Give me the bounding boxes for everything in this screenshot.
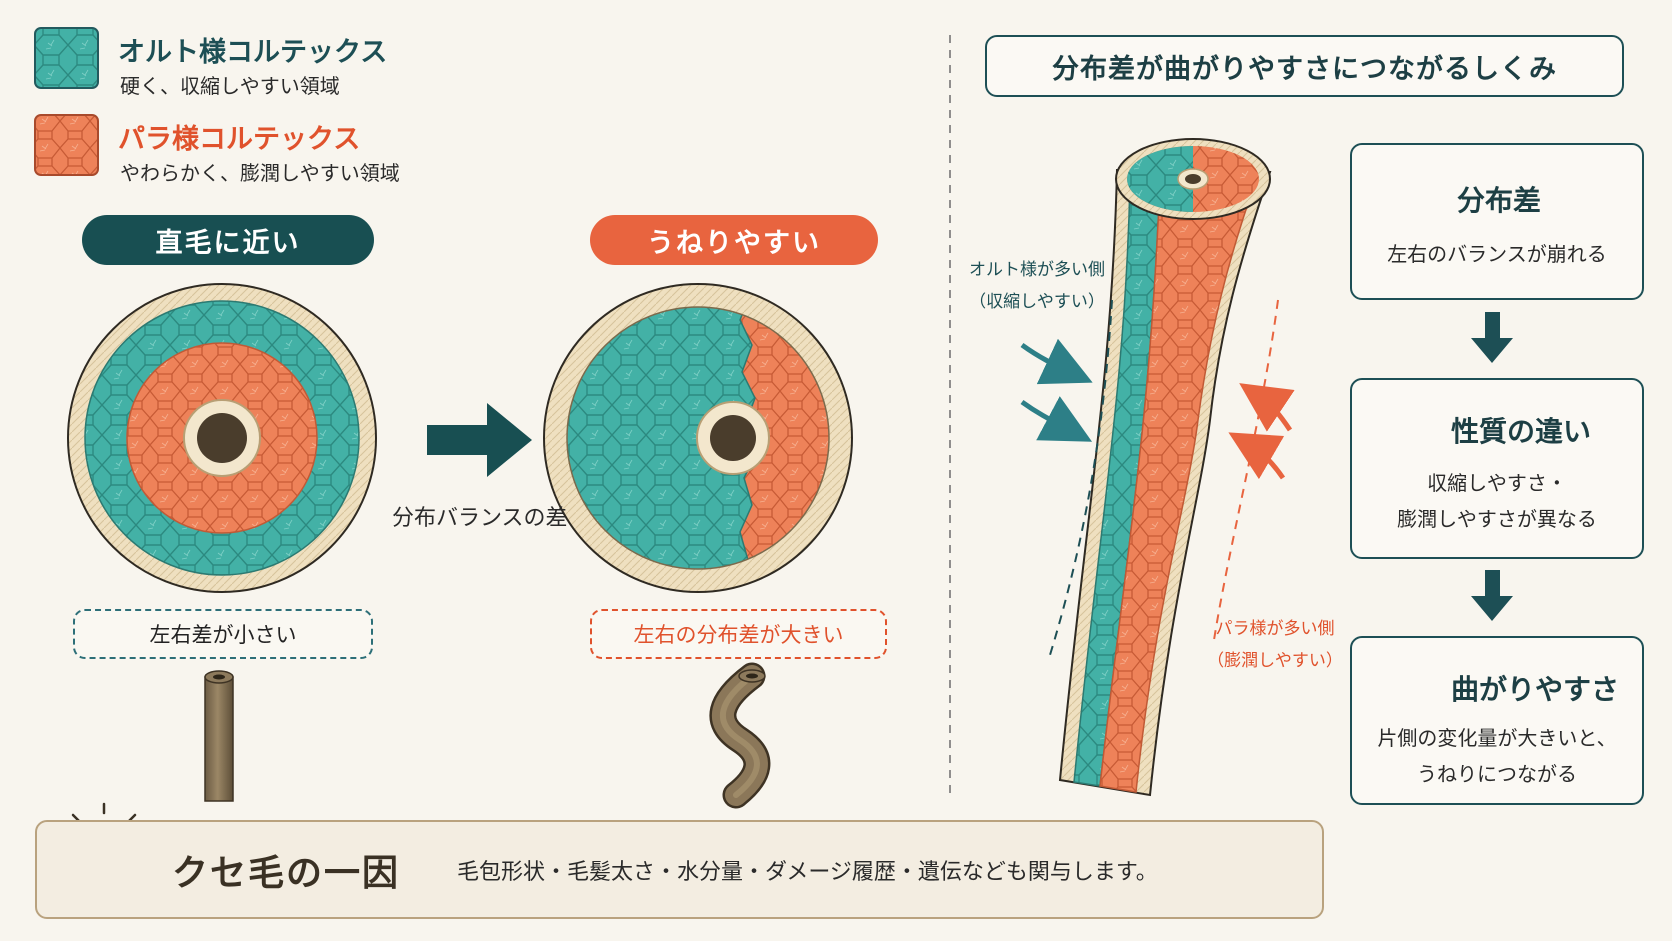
wavy-pill: うねりやすい [590, 215, 878, 265]
medulla [197, 413, 247, 463]
ortho-arrow-icon [1020, 396, 1093, 442]
step-body-line: 膨潤しやすさが異なる [1397, 507, 1597, 531]
step-body: 収縮しやすさ・ 膨潤しやすさが異なる [1352, 465, 1642, 537]
mechanism-title: 分布差が曲がりやすさにつながるしくみ [985, 35, 1624, 97]
step-body-line: 収縮しやすさ・ [1427, 471, 1567, 495]
ortho-side-label: オルト様が多い側 （収縮しやすい） [962, 254, 1112, 318]
para-side-line1: パラ様が多い側 [1215, 619, 1335, 639]
wavy-hair-strand [709, 662, 771, 809]
para-side-guide [1213, 299, 1279, 641]
step-distribution-diff: 分布差 左右のバランスが崩れる [1350, 143, 1644, 300]
step-body-line: うねりにつながる [1417, 762, 1577, 786]
step-title: 曲がりやすさ [1451, 673, 1620, 706]
right-arrow-icon [427, 403, 532, 477]
bottom-text: 毛包形状・毛髪太さ・水分量・ダメージ履歴・遺伝なども関与します。 [457, 860, 1158, 885]
bottom-title: クセ毛の一因 [172, 853, 401, 894]
straight-hair-strand [204, 670, 234, 802]
step-title: 性質の違い [1451, 415, 1592, 448]
para-side-line2: （膨潤しやすい） [1207, 651, 1343, 671]
para-swatch [34, 114, 99, 176]
ortho-legend-title: オルト様コルテックス [118, 37, 388, 68]
step-body-line: 左右のバランスが崩れる [1387, 242, 1607, 266]
para-side-label: パラ様が多い側 （膨潤しやすい） [1200, 613, 1350, 677]
straight-cross-section [67, 283, 377, 593]
step-title: 分布差 [1457, 184, 1542, 217]
hair-shaft-longitudinal [1058, 138, 1272, 797]
step-bendability: 曲がりやすさ 片側の変化量が大きいと、 うねりにつながる [1350, 636, 1644, 805]
step-body-line: 片側の変化量が大きいと、 [1377, 726, 1617, 750]
wavy-cross-section [543, 283, 853, 593]
large-diff-note: 左右の分布差が大きい [590, 609, 887, 659]
down-arrow-icon [1471, 570, 1513, 621]
step-body: 片側の変化量が大きいと、 うねりにつながる [1352, 720, 1642, 792]
para-legend-title: パラ様コルテックス [118, 124, 361, 155]
straight-pill: 直毛に近い [82, 215, 374, 265]
small-diff-note: 左右差が小さい [73, 609, 373, 659]
ortho-arrow-icon [1020, 338, 1093, 385]
distribution-diff-label: 分布バランスの差 [392, 506, 568, 531]
ortho-legend-desc: 硬く、収縮しやすい領域 [120, 74, 340, 98]
bottom-note-box: クセ毛の一因 毛包形状・毛髪太さ・水分量・ダメージ履歴・遺伝なども関与します。 [35, 820, 1324, 919]
ortho-side-guide [1049, 299, 1113, 656]
para-arrow-icon [1239, 383, 1295, 432]
ortho-side-line2: （収縮しやすい） [969, 292, 1105, 312]
para-legend-desc: やわらかく、膨潤しやすい領域 [120, 161, 400, 185]
down-arrow-icon [1471, 312, 1513, 363]
step-body: 左右のバランスが崩れる [1352, 236, 1642, 272]
ortho-side-line1: オルト様が多い側 [969, 260, 1105, 280]
step-property-diff: 性質の違い 収縮しやすさ・ 膨潤しやすさが異なる [1350, 378, 1644, 559]
ortho-swatch [34, 27, 99, 89]
para-arrow-icon [1228, 432, 1286, 480]
